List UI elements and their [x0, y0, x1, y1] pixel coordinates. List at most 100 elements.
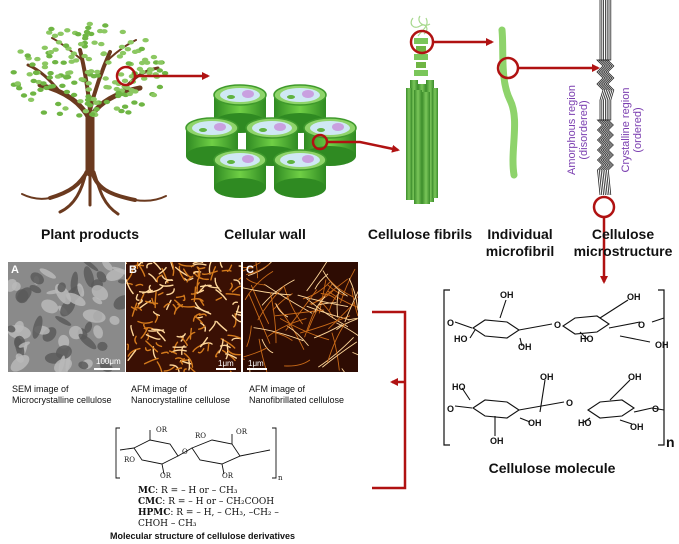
leaf — [102, 23, 109, 28]
nanofiber — [132, 264, 145, 269]
leaf — [52, 60, 59, 65]
deriv-or-2: OR — [236, 428, 248, 436]
label-cellulose-fibrils: Cellulose fibrils — [367, 226, 473, 242]
nanofiber — [221, 269, 232, 272]
nanofiber — [176, 333, 186, 338]
leaf — [64, 28, 71, 33]
particle — [91, 285, 109, 301]
bond — [599, 299, 629, 319]
nanofiber — [152, 262, 162, 270]
leaf — [57, 31, 64, 36]
leaf — [64, 74, 72, 80]
particle — [92, 296, 103, 305]
nanofiber — [145, 334, 161, 340]
leaf — [156, 84, 164, 90]
leaf — [70, 92, 78, 98]
bond — [499, 299, 507, 319]
nanofiber — [175, 295, 185, 299]
nanofiber — [146, 332, 150, 341]
panel-letter-a: A — [11, 264, 19, 276]
leaf — [85, 56, 93, 62]
bond — [454, 321, 473, 329]
vacuole — [252, 121, 292, 135]
nucleus — [302, 155, 314, 163]
scale-label-a: 100μm — [96, 357, 121, 366]
nanofiber — [188, 358, 191, 371]
tree-canopy — [10, 21, 169, 118]
particle — [78, 361, 89, 370]
particle — [106, 268, 125, 281]
deriv-mc-name: MC — [138, 486, 156, 496]
particle — [83, 266, 95, 288]
nanofiber — [196, 284, 206, 294]
sem-texture — [8, 262, 125, 372]
bond — [461, 387, 471, 401]
nanofiber — [154, 314, 159, 323]
leaf — [27, 97, 35, 103]
particle — [93, 325, 104, 339]
particle — [10, 355, 30, 372]
mol-oh-3: OH — [518, 342, 532, 352]
nanofiber — [327, 290, 358, 308]
chloroplast — [317, 128, 325, 132]
nanofiber — [208, 320, 216, 332]
nanofiber — [243, 347, 268, 358]
polymer-chain — [605, 0, 613, 196]
particle — [8, 325, 16, 333]
nanofiber — [274, 332, 293, 341]
derivative-structure — [115, 427, 277, 479]
nanofiber — [249, 367, 251, 372]
nanofiber — [267, 318, 307, 337]
deriv-hpmc-line2: CHOH – CH₃ — [138, 519, 197, 529]
nanofiber — [140, 327, 149, 339]
particle — [80, 262, 99, 272]
nanofiber — [285, 289, 318, 331]
nanofiber — [210, 266, 217, 281]
bond — [519, 417, 531, 423]
nanofiber — [261, 338, 274, 354]
chloroplast — [227, 160, 235, 164]
deriv-or-4: OR — [222, 472, 234, 480]
amorphous-line2: (disordered) — [578, 100, 590, 160]
leaf — [148, 67, 155, 72]
leaf — [146, 70, 153, 76]
cell-cylinder — [185, 117, 239, 166]
leaf — [121, 78, 129, 84]
bond — [608, 321, 641, 329]
nanofiber — [163, 366, 175, 372]
nanofiber — [231, 285, 241, 293]
leaf — [46, 54, 53, 59]
leaf — [141, 57, 149, 62]
leaf — [55, 40, 63, 45]
nanofiber — [148, 284, 153, 292]
nanofiber — [151, 297, 155, 305]
leaf — [77, 99, 84, 104]
leaf — [37, 87, 44, 93]
bond — [651, 407, 665, 411]
nanofiber — [314, 296, 326, 313]
deriv-n: n — [278, 474, 283, 482]
leaf — [26, 72, 33, 77]
bond — [583, 417, 591, 423]
nanofiber — [248, 293, 271, 344]
nanofiber — [155, 342, 163, 348]
leaf — [29, 62, 36, 67]
vacuole — [220, 88, 260, 102]
vacuole — [280, 153, 320, 167]
nanofiber — [199, 337, 209, 348]
leaf — [46, 75, 53, 80]
nanofiber — [177, 303, 196, 308]
nanofiber — [164, 279, 174, 284]
fibril-bundle — [406, 15, 438, 204]
microstructure-chains — [596, 0, 615, 196]
bond — [518, 401, 565, 411]
leaf — [125, 110, 132, 115]
nanofiber — [181, 345, 185, 356]
nanofiber — [246, 278, 266, 286]
nanofiber — [336, 322, 358, 337]
nanofiber — [229, 282, 233, 291]
nanofiber — [261, 279, 295, 306]
leaf — [84, 101, 92, 106]
nanofiber — [178, 265, 186, 281]
nanofiber — [307, 283, 333, 331]
